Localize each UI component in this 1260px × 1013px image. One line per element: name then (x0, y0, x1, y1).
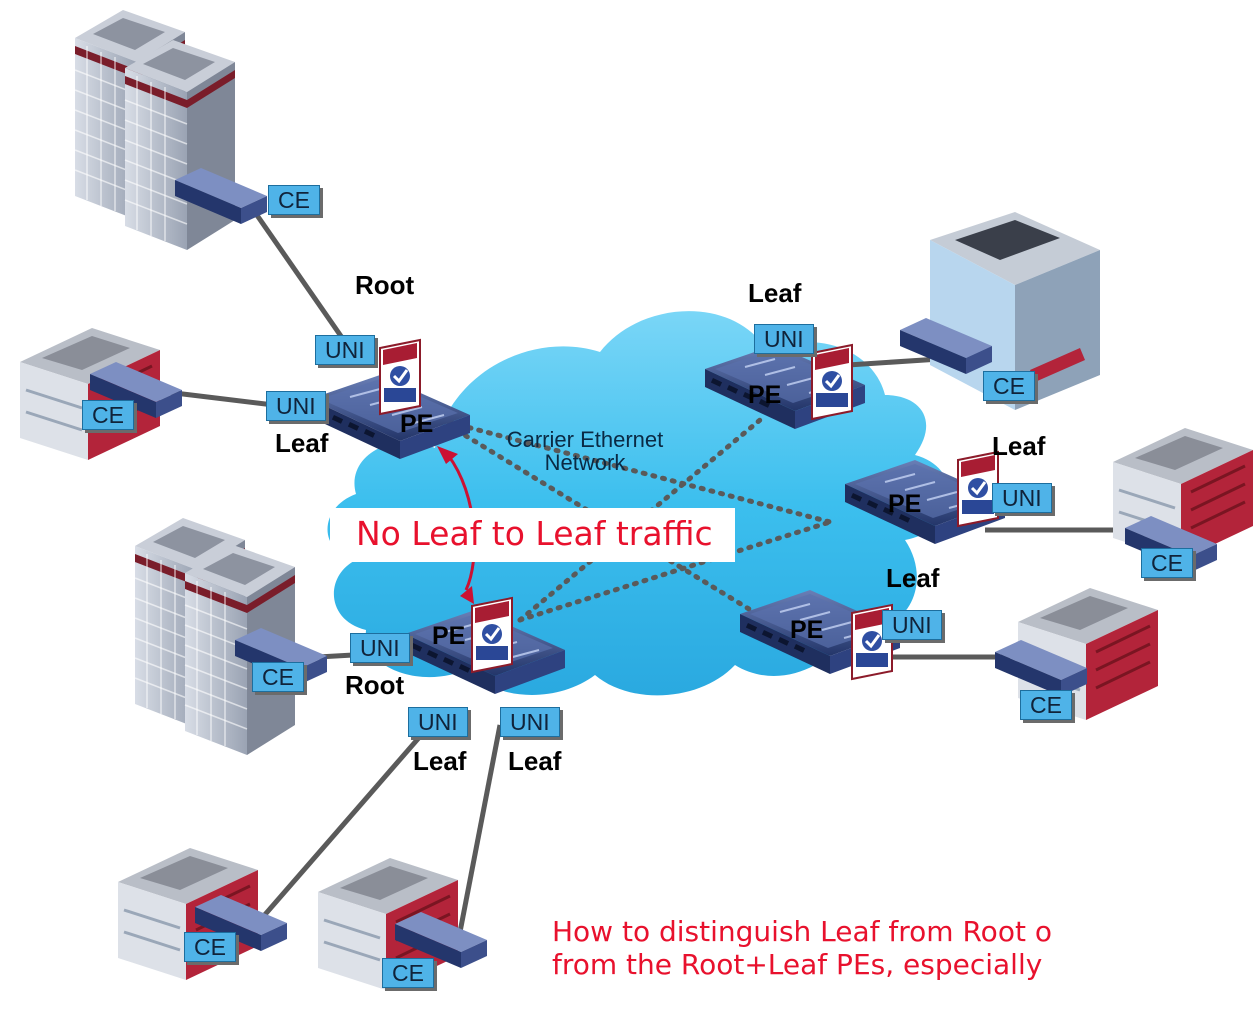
leaf-label: Leaf (992, 431, 1046, 461)
root-label: Root (355, 270, 415, 300)
ce-tag: CE (184, 932, 236, 962)
cloud-label: Carrier Ethernet Network (470, 428, 700, 474)
pe-label: PE (400, 410, 434, 438)
ce-tag: CE (983, 371, 1035, 401)
uni-tag: UNI (266, 391, 326, 421)
leaf-label: Leaf (748, 278, 802, 308)
uni-tag: UNI (992, 483, 1052, 513)
root-label: Root (345, 670, 405, 700)
mef-certified-badge-icon (470, 596, 514, 674)
ce-tag: CE (1020, 690, 1072, 720)
uni-tag: UNI (408, 707, 468, 737)
ce-tag: CE (268, 185, 320, 215)
mef-certified-badge-icon (810, 343, 854, 421)
cloud-label-line1: Carrier Ethernet (506, 427, 664, 452)
leaf-label: Leaf (508, 746, 562, 776)
ce-tag: CE (1141, 548, 1193, 578)
pe-label: PE (790, 616, 824, 644)
bottom-note-line1: How to distinguish Leaf from Root o (552, 915, 1052, 948)
ce-tag: CE (252, 662, 304, 692)
pe-label: PE (748, 381, 782, 409)
leaf-label: Leaf (413, 746, 467, 776)
uni-tag: UNI (754, 324, 814, 354)
ce-tag: CE (382, 958, 434, 988)
leaf-label: Leaf (886, 563, 940, 593)
uni-tag: UNI (350, 633, 410, 663)
pe-label: PE (888, 490, 922, 518)
ce-tag: CE (82, 400, 134, 430)
building-tower-icon (124, 39, 236, 251)
bottom-note-line2: from the Root+Leaf PEs, especially (552, 948, 1043, 981)
uni-tag: UNI (500, 707, 560, 737)
pe-label: PE (432, 622, 466, 650)
mef-certified-badge-icon (378, 338, 422, 416)
uni-tag: UNI (882, 610, 942, 640)
leaf-label: Leaf (275, 428, 329, 458)
cloud-label-line2: Network (544, 450, 626, 475)
uni-tag: UNI (315, 335, 375, 365)
bottom-note: How to distinguish Leaf from Root o from… (552, 915, 1052, 981)
no-leaf-to-leaf-banner: No Leaf to Leaf traffic (330, 508, 735, 562)
